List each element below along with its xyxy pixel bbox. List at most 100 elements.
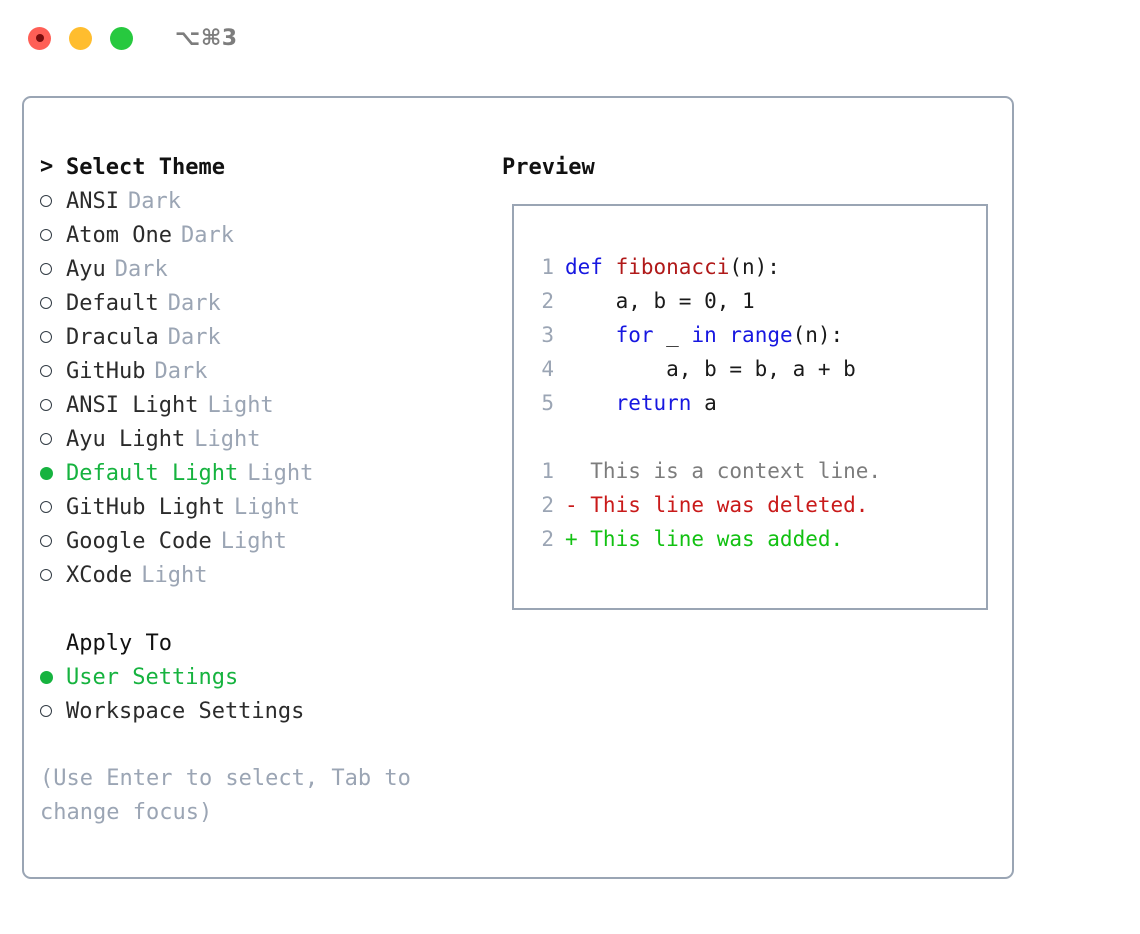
theme-list-item[interactable]: Ayu Dark [40, 252, 490, 286]
radio-unselected-icon[interactable] [40, 297, 66, 309]
theme-name-label: Dracula [66, 324, 159, 350]
preview-title: Preview [502, 154, 595, 180]
theme-variant-badge: Dark [167, 290, 221, 316]
code-token-plain [717, 323, 730, 347]
select-theme-heading-row: > Select Theme [40, 150, 490, 184]
radio-unselected-icon[interactable] [40, 331, 66, 343]
theme-name-label: Default Light [66, 460, 239, 486]
radio-selected-icon[interactable] [40, 466, 66, 480]
code-line-number: 2 [541, 289, 554, 313]
code-token-del: - This line was deleted. [565, 493, 869, 517]
code-line-content: a, b = b, a + b [565, 352, 856, 386]
code-line-number: 3 [541, 323, 554, 347]
code-token-add: + This line was added. [565, 527, 844, 551]
radio-unselected-icon[interactable] [40, 569, 66, 581]
theme-variant-badge: Dark [180, 222, 234, 248]
theme-list-item[interactable]: ANSI Dark [40, 184, 490, 218]
radio-unselected-icon[interactable] [40, 195, 66, 207]
code-token-kw: for [615, 323, 654, 347]
code-line-content: return a [565, 386, 717, 420]
theme-variant-badge: Light [247, 460, 314, 486]
radio-glyph [40, 331, 52, 343]
code-token-kw: in [691, 323, 717, 347]
theme-name-label: Google Code [66, 528, 212, 554]
theme-list-item[interactable]: ANSI Light Light [40, 388, 490, 422]
code-line: 2 a, b = 0, 1 [528, 284, 881, 318]
radio-unselected-icon[interactable] [40, 263, 66, 275]
apply-to-item[interactable]: Workspace Settings [40, 694, 490, 728]
theme-name-label: GitHub Light [66, 494, 225, 520]
section-spacer [40, 592, 490, 626]
code-token-kw: return [615, 391, 692, 415]
radio-glyph [40, 195, 52, 207]
radio-unselected-icon[interactable] [40, 433, 66, 445]
code-token-plain: _ [653, 323, 692, 347]
radio-selected-icon[interactable] [40, 670, 66, 684]
radio-glyph [40, 670, 53, 684]
radio-glyph [40, 399, 52, 411]
radio-unselected-icon[interactable] [40, 229, 66, 241]
code-token-kw: def [565, 255, 616, 279]
code-line-content: + This line was added. [565, 522, 843, 556]
theme-name-label: ANSI [66, 188, 119, 214]
close-button-icon[interactable] [28, 26, 51, 50]
radio-unselected-icon[interactable] [40, 535, 66, 547]
code-line-content: for _ in range(n): [565, 318, 844, 352]
maximize-button-icon[interactable] [110, 26, 133, 50]
titlebar: ⌥⌘3 [0, 0, 1140, 76]
apply-to-heading-row: Apply To [40, 626, 490, 660]
theme-list-item[interactable]: XCode Light [40, 558, 490, 592]
radio-glyph [40, 263, 52, 275]
code-token-plain: (n): [792, 323, 844, 347]
code-line-content: def fibonacci(n): [565, 250, 780, 284]
code-token-plain: a, b = b, a + b [565, 357, 856, 381]
code-line-number: 1 [541, 255, 554, 279]
theme-name-label: Ayu Light [66, 426, 186, 452]
code-line: 2 - This line was deleted. [528, 488, 881, 522]
theme-name-label: Ayu [66, 256, 106, 282]
radio-unselected-icon[interactable] [40, 399, 66, 411]
radio-unselected-icon[interactable] [40, 365, 66, 377]
apply-to-heading: Apply To [66, 630, 172, 656]
theme-variant-badge: Dark [127, 188, 181, 214]
theme-variant-badge: Light [141, 562, 208, 588]
theme-name-label: Atom One [66, 222, 172, 248]
radio-unselected-icon[interactable] [40, 705, 66, 717]
theme-variant-badge: Dark [114, 256, 168, 282]
code-token-plain: a, b = 0, 1 [565, 289, 755, 313]
code-line: 1 def fibonacci(n): [528, 250, 881, 284]
code-line-number: 2 [541, 527, 554, 551]
radio-glyph [40, 229, 52, 241]
code-line-content [565, 420, 578, 454]
code-line-number: 4 [541, 357, 554, 381]
caret-icon: > [40, 154, 54, 179]
code-line-content: This is a context line. [565, 454, 881, 488]
radio-glyph [40, 433, 52, 445]
theme-variant-badge: Light [207, 392, 274, 418]
theme-name-label: XCode [66, 562, 133, 588]
code-token-plain: a [691, 391, 717, 415]
apply-to-item[interactable]: User Settings [40, 660, 490, 694]
theme-list-item[interactable]: Atom One Dark [40, 218, 490, 252]
radio-unselected-icon[interactable] [40, 501, 66, 513]
theme-name-label: ANSI Light [66, 392, 199, 418]
theme-list-item[interactable]: Default Light Light [40, 456, 490, 490]
code-line-content: a, b = 0, 1 [565, 284, 755, 318]
minimize-button-icon[interactable] [69, 26, 92, 50]
code-line-number: 2 [541, 493, 554, 517]
code-token-plain [565, 323, 616, 347]
apply-to-label: User Settings [66, 664, 239, 690]
keyboard-shortcut-label: ⌥⌘3 [175, 25, 238, 51]
